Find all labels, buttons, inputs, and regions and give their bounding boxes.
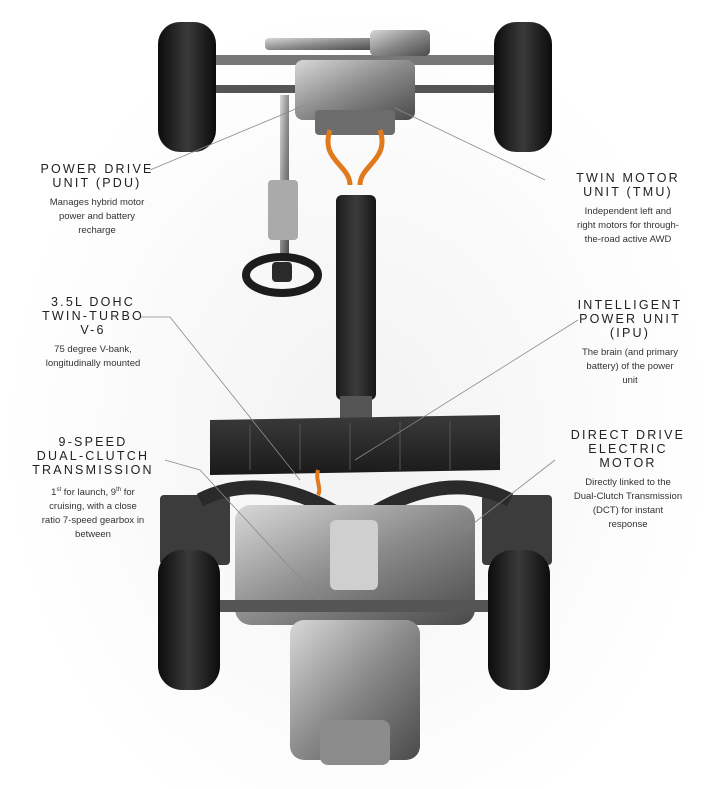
front-right-tire [494, 22, 552, 152]
engine-title: 3.5L DOHC TWIN-TURBO V-6 [42, 295, 144, 337]
dct-leader-line [164, 459, 321, 601]
engine-leader-line [140, 316, 301, 481]
tmu-description: Independent left and right motors for th… [577, 206, 679, 245]
tmu-title: TWIN MOTOR UNIT (TMU) [576, 171, 680, 199]
front-left-tire [158, 22, 216, 152]
rear-right-tire [488, 550, 550, 690]
pdu-description: Manages hybrid motor power and battery r… [49, 197, 145, 236]
dct-description: 1st for launch, 9th for cruising, with a… [41, 487, 145, 541]
cross-battery-pack [210, 415, 500, 496]
ipu-description: The brain (and primary battery) of the p… [581, 347, 679, 386]
callout-ipu: INTELLIGENT POWER UNIT (IPU) The brain (… [550, 298, 710, 388]
ipu-leader-line [354, 319, 579, 461]
callout-ddm: DIRECT DRIVE ELECTRIC MOTOR Directly lin… [548, 428, 708, 532]
callout-engine: 3.5L DOHC TWIN-TURBO V-6 75 degree V-ban… [18, 295, 168, 371]
leader-lines [140, 104, 579, 601]
ddm-description: Directly linked to the Dual-Clutch Trans… [573, 477, 683, 530]
ipu-battery [336, 195, 376, 418]
ddm-leader-line [464, 459, 556, 531]
callout-tmu: TWIN MOTOR UNIT (TMU) Independent left a… [548, 171, 708, 247]
ddm-title: DIRECT DRIVE ELECTRIC MOTOR [570, 428, 686, 470]
tmu-leader-line [394, 107, 546, 181]
front-axle [205, 30, 505, 186]
dct-title: 9-SPEED DUAL-CLUTCH TRANSMISSION [32, 435, 154, 477]
rear-left-tire [158, 550, 220, 690]
rear-powertrain [160, 480, 552, 765]
callout-dct: 9-SPEED DUAL-CLUTCH TRANSMISSION 1st for… [18, 435, 168, 542]
callout-pdu: POWER DRIVE UNIT (PDU) Manages hybrid mo… [22, 162, 172, 238]
pdu-leader-line [149, 104, 306, 171]
ipu-title: INTELLIGENT POWER UNIT (IPU) [577, 298, 683, 340]
pdu-title: POWER DRIVE UNIT (PDU) [40, 162, 154, 190]
steering-column [242, 95, 322, 297]
engine-description: 75 degree V-bank, longitudinally mounted [45, 344, 141, 369]
